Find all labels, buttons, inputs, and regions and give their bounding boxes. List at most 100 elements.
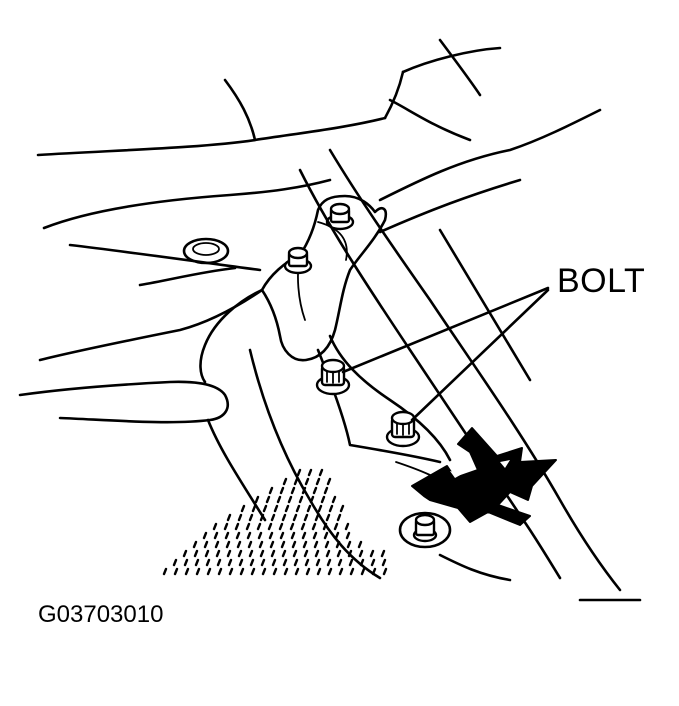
texture-dot xyxy=(272,567,278,576)
texture-dot xyxy=(225,540,231,549)
texture-dot xyxy=(307,468,313,477)
texture-dot xyxy=(281,549,287,558)
texture-dot xyxy=(184,567,190,576)
texture-dot xyxy=(300,522,306,531)
texture-dot xyxy=(298,495,304,504)
texture-dot xyxy=(260,558,266,567)
texture-dot xyxy=(303,549,309,558)
texture-dot xyxy=(370,558,376,567)
texture-dot xyxy=(348,558,354,567)
texture-dot xyxy=(292,549,298,558)
texture-dot xyxy=(162,567,168,576)
texture-dot xyxy=(359,558,365,567)
texture-dot xyxy=(267,522,273,531)
top-bolt-upper xyxy=(325,202,355,231)
control-arm xyxy=(18,288,264,424)
bolt-front xyxy=(315,358,351,396)
texture-dot xyxy=(313,540,319,549)
texture-dot xyxy=(194,558,200,567)
figure-code: G03703010 xyxy=(38,601,164,628)
dot-texture xyxy=(162,468,388,576)
texture-dot xyxy=(279,486,285,495)
texture-dot xyxy=(345,531,351,540)
texture-dot xyxy=(333,522,339,531)
texture-dot xyxy=(292,513,298,522)
texture-dot xyxy=(293,477,299,486)
texture-dot xyxy=(258,540,264,549)
texture-dot xyxy=(291,540,297,549)
texture-dot xyxy=(265,495,271,504)
texture-dot xyxy=(309,495,315,504)
texture-dot xyxy=(322,522,328,531)
texture-dot xyxy=(315,558,321,567)
texture-dot xyxy=(268,531,274,540)
texture-dot xyxy=(331,495,337,504)
texture-dot xyxy=(301,486,307,495)
texture-dot xyxy=(336,549,342,558)
texture-dot xyxy=(193,549,199,558)
four-way-arrow-icon xyxy=(411,427,557,526)
texture-dot xyxy=(334,531,340,540)
bolt-callout-label: BOLT xyxy=(557,262,646,300)
texture-dot xyxy=(172,558,178,567)
texture-dot xyxy=(247,540,253,549)
texture-dot xyxy=(276,495,282,504)
texture-dot xyxy=(302,540,308,549)
texture-dot xyxy=(280,540,286,549)
bolt-leader-lines xyxy=(341,286,550,422)
texture-dot xyxy=(245,522,251,531)
texture-dot xyxy=(344,522,350,531)
texture-dot xyxy=(238,558,244,567)
texture-dot xyxy=(358,549,364,558)
texture-dot xyxy=(205,558,211,567)
texture-dot xyxy=(259,513,265,522)
texture-dot xyxy=(380,549,386,558)
texture-dot xyxy=(226,549,232,558)
texture-dot xyxy=(273,504,279,513)
texture-dot xyxy=(282,477,288,486)
texture-dot xyxy=(246,531,252,540)
texture-dot xyxy=(326,558,332,567)
texture-dot xyxy=(182,549,188,558)
texture-dot xyxy=(337,558,343,567)
texture-dot xyxy=(381,558,387,567)
texture-dot xyxy=(311,522,317,531)
texture-dot xyxy=(214,540,220,549)
body-panel-lines xyxy=(36,38,602,287)
texture-dot xyxy=(314,549,320,558)
texture-dot xyxy=(305,567,311,576)
texture-dot xyxy=(282,558,288,567)
texture-dot xyxy=(249,558,255,567)
texture-dot xyxy=(328,504,334,513)
texture-dot xyxy=(315,477,321,486)
texture-dot xyxy=(325,549,331,558)
texture-dot xyxy=(371,567,377,576)
texture-dot xyxy=(317,504,323,513)
texture-dot xyxy=(227,558,233,567)
texture-dot xyxy=(284,504,290,513)
texture-dot xyxy=(339,504,345,513)
texture-dot xyxy=(349,567,355,576)
texture-dot xyxy=(289,522,295,531)
texture-dot xyxy=(204,549,210,558)
texture-dot xyxy=(320,495,326,504)
texture-dot xyxy=(192,540,198,549)
texture-dot xyxy=(312,486,318,495)
texture-dot xyxy=(318,468,324,477)
texture-dot xyxy=(248,513,254,522)
texture-dot xyxy=(338,567,344,576)
texture-dot xyxy=(215,549,221,558)
texture-dot xyxy=(183,558,189,567)
texture-dot xyxy=(250,567,256,576)
texture-dot xyxy=(213,531,219,540)
texture-dot xyxy=(268,486,274,495)
texture-dot xyxy=(303,513,309,522)
texture-dot xyxy=(314,513,320,522)
texture-dot xyxy=(293,558,299,567)
texture-dot xyxy=(256,522,262,531)
texture-dot xyxy=(262,504,268,513)
texture-dot xyxy=(294,567,300,576)
texture-dot xyxy=(254,495,260,504)
texture-dot xyxy=(224,531,230,540)
